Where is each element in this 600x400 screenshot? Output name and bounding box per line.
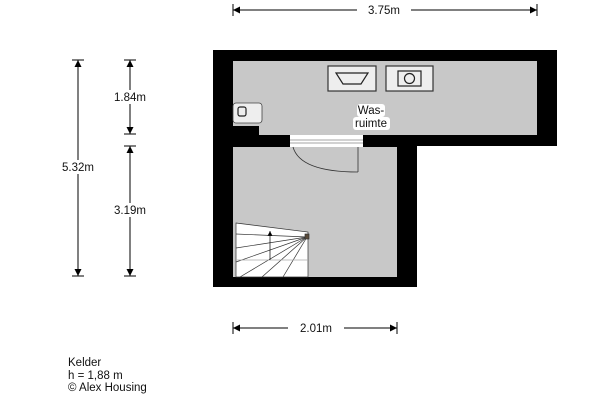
copyright: © Alex Housing [68, 382, 147, 394]
dimension-label: 3.75m [368, 5, 400, 17]
boiler-icon [232, 102, 263, 124]
dimension-height-total: 5.32m [50, 59, 106, 277]
door[interactable] [290, 135, 363, 173]
dimension-label: 1.84m [114, 92, 146, 104]
legend: Kelder h = 1,88 m © Alex Housing [68, 357, 147, 395]
sink-icon [327, 65, 377, 92]
dimension-label: 5.32m [62, 162, 94, 174]
washing-machine-icon [385, 65, 434, 92]
room-label: Was- ruimte [353, 104, 390, 130]
floor-name: Kelder [68, 357, 102, 369]
dimension-height-upper: 1.84m [102, 59, 158, 135]
dimension-width-top: 3.75m [232, 3, 538, 17]
room-label-line2: ruimte [355, 118, 387, 130]
staircase [235, 222, 310, 278]
dimension-height-lower: 3.19m [102, 145, 158, 277]
dimension-label: 2.01m [300, 323, 332, 335]
dimension-label: 3.19m [114, 205, 146, 217]
ceiling-height: h = 1,88 m [68, 369, 123, 382]
dimension-width-bottom: 2.01m [232, 321, 398, 335]
room-label-line1: Was- [358, 105, 385, 117]
laundry-room-floor [233, 61, 537, 135]
